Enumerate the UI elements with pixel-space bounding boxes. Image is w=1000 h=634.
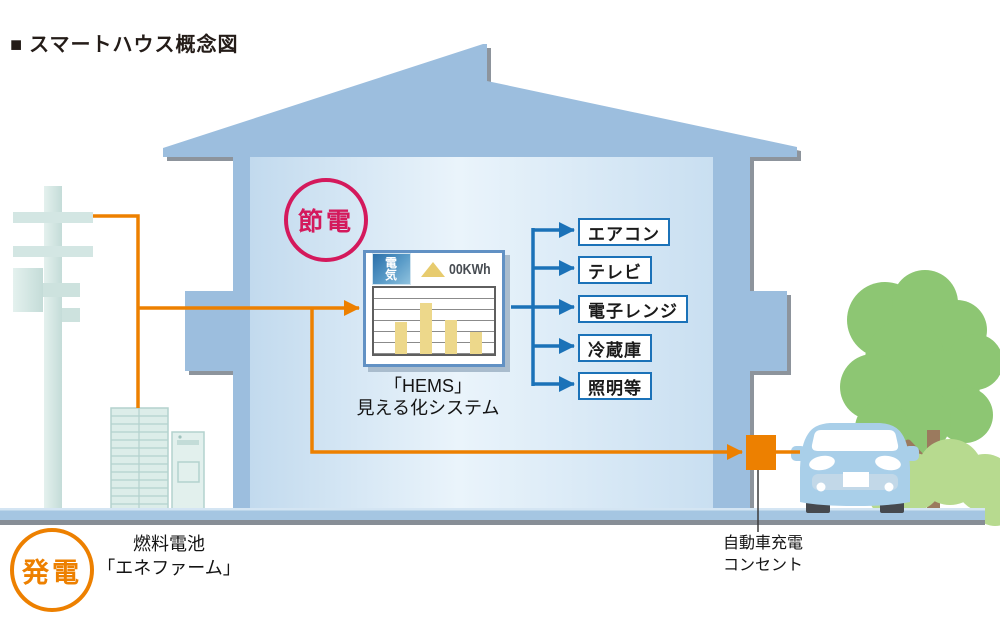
hems-caption: 「HEMS」 見える化システム bbox=[348, 376, 508, 420]
usage-bar-chart bbox=[372, 286, 496, 356]
power-saving-label: 節電 bbox=[297, 208, 354, 236]
fuel-cell-label-line1: 燃料電池 bbox=[133, 534, 205, 554]
appliance-box-lighting: 照明等 bbox=[578, 372, 652, 400]
chart-bar bbox=[395, 322, 407, 354]
charging-outlet-icon bbox=[746, 435, 776, 532]
hems-caption-line2: 見える化システム bbox=[356, 397, 500, 418]
page-title: ■ スマートハウス概念図 bbox=[10, 34, 239, 56]
fuel-cell-label-line2: 「エネファーム」 bbox=[97, 557, 241, 578]
hems-caption-line1: 「HEMS」 bbox=[383, 376, 472, 396]
fuel-cell-icon bbox=[110, 407, 205, 513]
utility-pole-icon bbox=[13, 186, 93, 516]
power-saving-badge: 節電 bbox=[284, 178, 368, 262]
power-generation-badge: 発電 bbox=[10, 528, 94, 612]
chart-bar bbox=[445, 320, 457, 354]
hems-monitor: 電気 00KWh bbox=[363, 250, 505, 367]
ground bbox=[0, 508, 985, 525]
appliance-box-tv: テレビ bbox=[578, 256, 652, 284]
chart-bar bbox=[470, 331, 482, 354]
kwh-reading: 00KWh bbox=[449, 260, 491, 278]
ev-car-icon bbox=[791, 423, 919, 513]
electricity-badge: 電気 bbox=[372, 253, 412, 285]
power-flow-lines bbox=[93, 214, 800, 460]
ev-outlet-label-line1: 自動車充電 bbox=[722, 535, 803, 552]
fuel-cell-label: 燃料電池 「エネファーム」 bbox=[94, 533, 244, 581]
chart-bar bbox=[420, 302, 432, 354]
ev-outlet-label-line2: コンセント bbox=[722, 557, 803, 575]
monitor-header: 電気 00KWh bbox=[372, 253, 496, 285]
appliance-box-microwave: 電子レンジ bbox=[578, 295, 688, 323]
triangle-icon bbox=[421, 261, 446, 277]
appliance-distribution-lines bbox=[511, 222, 575, 392]
appliance-box-aircon: エアコン bbox=[578, 218, 670, 246]
ev-outlet-label: 自動車充電 コンセント bbox=[698, 533, 828, 577]
appliance-box-refrigerator: 冷蔵庫 bbox=[578, 334, 652, 362]
power-generation-label: 発電 bbox=[22, 557, 82, 588]
